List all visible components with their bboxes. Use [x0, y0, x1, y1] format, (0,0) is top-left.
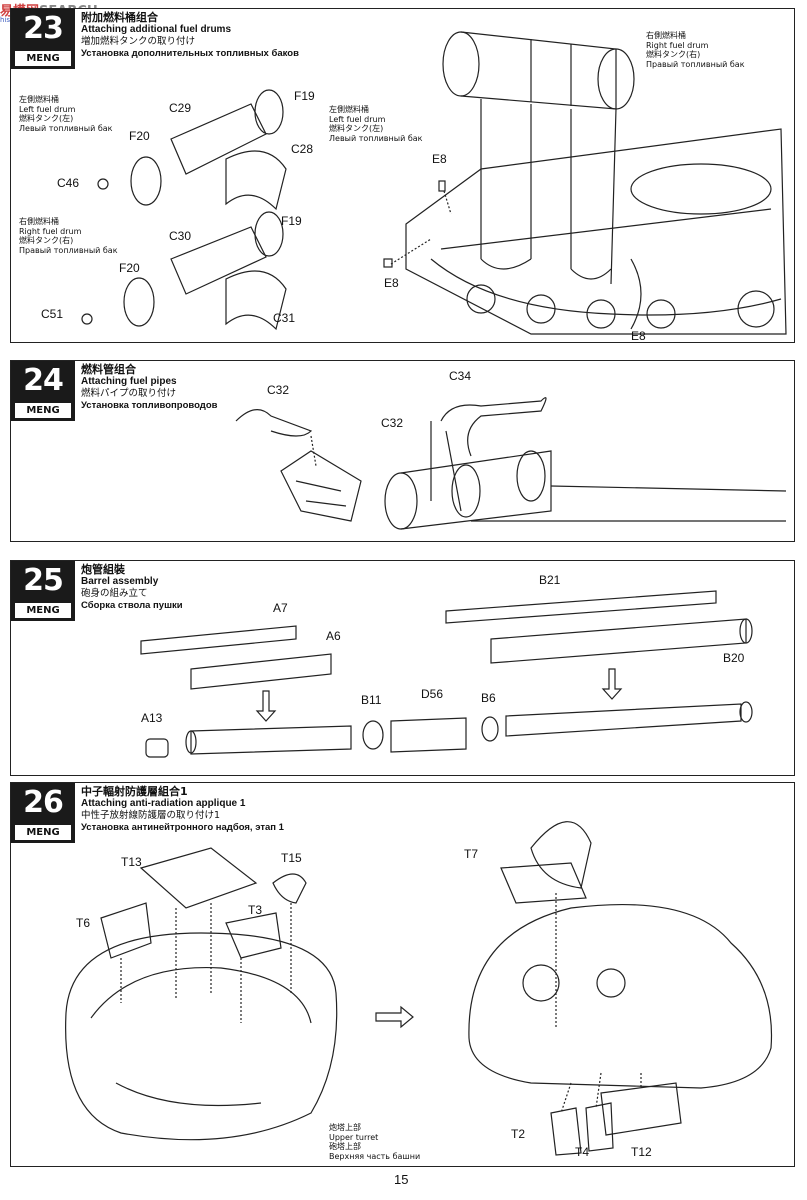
title-ja: 燃料パイプの取り付け	[81, 388, 177, 399]
step-number: 25	[23, 563, 64, 598]
step-badge: 24 MENG	[11, 361, 75, 421]
pipe-c34	[440, 397, 547, 457]
part-t4: T4	[575, 1145, 590, 1159]
part-t2: T2	[511, 1127, 526, 1141]
part-b6: B6	[481, 691, 496, 705]
shell-c28	[225, 150, 287, 211]
part-e8b: E8	[384, 276, 399, 290]
title-ja: 砲身の組み立て	[81, 588, 148, 599]
pipe-c32a	[235, 409, 313, 437]
part-c29: C29	[169, 101, 192, 115]
part-a13: A13	[141, 711, 163, 725]
part-f19a: F19	[294, 89, 315, 103]
title-ru: Установка антинейтронного надбоя, этап 1	[81, 822, 284, 833]
plate-t7	[530, 821, 592, 889]
part-b20: B20	[723, 651, 745, 665]
part-a7: A7	[273, 601, 288, 615]
step-23-panel: 23 MENG 附加燃料桶组合 Attaching additional fue…	[10, 8, 795, 343]
step-26-drawing	[65, 821, 773, 1156]
step-25-drawing	[140, 590, 753, 758]
step-24-panel: 24 MENG 燃料管组合 Attaching fuel pipes 燃料パイプ…	[10, 360, 795, 542]
part-t6: T6	[76, 916, 91, 930]
brand-logo: MENG	[15, 825, 71, 840]
part-b11: B11	[361, 693, 382, 707]
step-badge: 25 MENG	[11, 561, 75, 621]
part-c28: C28	[291, 142, 314, 156]
page-number: 15	[394, 1172, 409, 1187]
part-c30: C30	[169, 229, 192, 243]
part-t12: T12	[631, 1145, 652, 1159]
plate-t4	[585, 1102, 614, 1152]
brand-logo: MENG	[15, 403, 71, 418]
part-e8c: E8	[631, 329, 646, 343]
title-ru: Сборка ствола пушки	[81, 600, 183, 611]
step-25-panel: 25 MENG 炮管組裝 Barrel assembly 砲身の組み立て Сбо…	[10, 560, 795, 776]
plate-t13	[139, 847, 258, 909]
half-b20	[490, 618, 747, 664]
part-t13: T13	[121, 855, 142, 869]
plate-t12	[600, 1082, 682, 1136]
part-c32a: C32	[267, 383, 290, 397]
clip-c46	[97, 178, 109, 190]
plate-t2	[550, 1107, 582, 1156]
step-26-panel: 26 MENG 中子輻射防護層組合1 Attaching anti-radiat…	[10, 782, 795, 1167]
title-zh: 附加燃料桶组合	[81, 11, 158, 24]
title-en: Attaching additional fuel drums	[81, 24, 232, 35]
part-f19b: F19	[281, 214, 302, 228]
part-a13-shape	[145, 738, 169, 758]
part-a6: A6	[326, 629, 341, 643]
step-badge: 23 MENG	[11, 9, 75, 69]
step-number: 26	[23, 785, 64, 820]
shell-c29	[170, 103, 267, 175]
step-titles: 附加燃料桶组合 Attaching additional fuel drums …	[81, 12, 299, 60]
plate-t3	[225, 912, 282, 959]
step-titles: 中子輻射防護層組合1 Attaching anti-radiation appl…	[81, 786, 284, 834]
brand-logo: MENG	[15, 51, 71, 66]
ring-f19a	[254, 89, 284, 135]
step-titles: 炮管組裝 Barrel assembly 砲身の組み立て Сборка ство…	[81, 564, 183, 612]
title-zh: 燃料管组合	[81, 363, 136, 376]
part-e8a: E8	[432, 152, 447, 166]
step-badge: 26 MENG	[11, 783, 75, 843]
part-t7: T7	[464, 847, 479, 861]
plate-t6	[100, 902, 152, 959]
step-titles: 燃料管组合 Attaching fuel pipes 燃料パイプの取り付け Ус…	[81, 364, 217, 412]
half-a6	[190, 653, 332, 690]
step-24-drawing	[235, 397, 787, 530]
title-en: Barrel assembly	[81, 576, 159, 587]
half-a7	[140, 625, 297, 655]
title-ru: Установка дополнительных топливных баков	[81, 48, 299, 59]
part-t3: T3	[248, 903, 263, 917]
ring-f20a	[130, 156, 162, 206]
part-c46: C46	[57, 176, 80, 190]
part-b21: B21	[539, 573, 561, 587]
step-23-drawing	[81, 31, 787, 335]
part-c51: C51	[41, 307, 64, 321]
brand-logo: MENG	[15, 603, 71, 618]
part-c32b: C32	[381, 416, 404, 430]
part-c34: C34	[449, 369, 472, 383]
title-en: Attaching fuel pipes	[81, 376, 177, 387]
title-en: Attaching anti-radiation applique 1	[81, 798, 246, 809]
part-c31: C31	[273, 311, 296, 325]
title-zh: 炮管組裝	[81, 563, 125, 576]
step-number: 23	[23, 11, 64, 46]
part-f20a: F20	[129, 129, 150, 143]
title-ja: 増加燃料タンクの取り付け	[81, 36, 196, 47]
title-ru: Установка топливопроводов	[81, 400, 218, 411]
half-b21	[445, 590, 717, 624]
title-ja: 中性子放射線防護層の取り付け1	[81, 810, 221, 821]
step-number: 24	[23, 363, 64, 398]
part-f20b: F20	[119, 261, 140, 275]
title-zh: 中子輻射防護層組合1	[81, 785, 188, 798]
part-t15: T15	[281, 851, 302, 865]
part-d56: D56	[421, 687, 444, 701]
plate-t15	[272, 873, 307, 904]
